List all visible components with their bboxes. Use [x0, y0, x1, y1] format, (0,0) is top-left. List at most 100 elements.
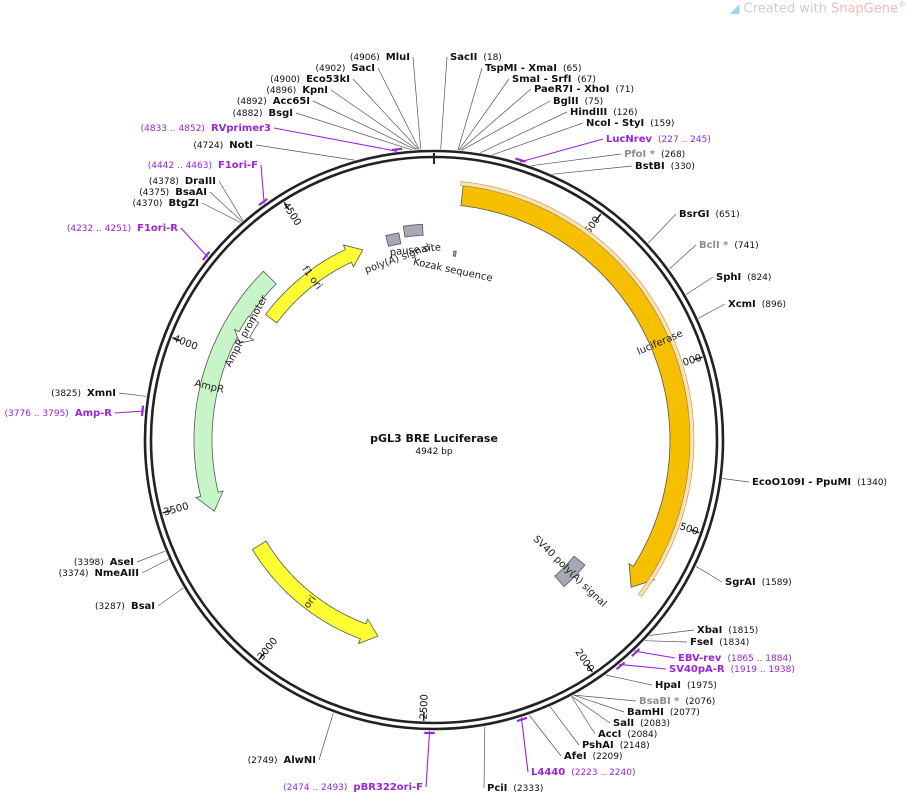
site-pbr322ori-f[interactable]: pBR322ori-F(2474 .. 2493) — [283, 782, 423, 793]
site-fsei[interactable]: FseI(1834) — [690, 637, 749, 648]
site-asei[interactable]: AseI(3398) — [74, 557, 134, 568]
site-hpai[interactable]: HpaI(1975) — [655, 680, 717, 691]
site-alwni[interactable]: AlwNI(2749) — [248, 755, 316, 766]
site-sgrai[interactable]: SgrAI(1589) — [725, 577, 792, 588]
site-bsabi[interactable]: BsaBI *(2076) — [639, 696, 715, 707]
site-lucnrev[interactable]: LucNrev(227 .. 245) — [606, 134, 711, 145]
primer-binding-mark — [258, 198, 268, 207]
site-draiii[interactable]: DraIII(4378) — [149, 176, 216, 187]
site-sali[interactable]: SalI(2083) — [613, 718, 670, 729]
site-leader-line — [634, 650, 676, 659]
site-sacii[interactable]: SacII(18) — [450, 52, 502, 63]
site-name: XcmI — [728, 299, 756, 310]
site-acc65i[interactable]: Acc65I(4892) — [237, 96, 310, 107]
site-name: BsaAI — [175, 187, 207, 198]
site-name: NmeAIII — [95, 568, 139, 579]
site-position: (2148) — [620, 741, 650, 751]
site-position: (4902) — [315, 64, 345, 74]
site-btgzi[interactable]: BtgZI(4370) — [133, 198, 199, 209]
site-bsaai[interactable]: BsaAI(4375) — [139, 187, 207, 198]
site-position: (4724) — [193, 141, 223, 151]
scale-tick — [162, 509, 172, 514]
site-position: (2083) — [640, 719, 670, 729]
feature-kozak-sequence-shape — [452, 250, 457, 257]
site-position: (1815) — [728, 626, 758, 636]
site-sv40pa-r[interactable]: SV40pA-R(1919 .. 1938) — [669, 664, 795, 675]
site-tspmi-xmai[interactable]: TspMI - XmaI(65) — [485, 63, 581, 74]
site-rvprimer3[interactable]: RVprimer3(4833 .. 4852) — [141, 123, 271, 134]
site-position: (3287) — [95, 602, 125, 612]
site-acci[interactable]: AccI(2084) — [598, 729, 657, 740]
site-xbai[interactable]: XbaI (1815) — [697, 625, 758, 636]
site-bsgi[interactable]: BsgI(4882) — [233, 108, 293, 119]
site-bglii[interactable]: BglII(75) — [553, 96, 603, 107]
site-bstbi[interactable]: BstBI(330) — [635, 161, 695, 172]
site-leader-line — [649, 629, 695, 636]
site-l4440[interactable]: L4440(2223 .. 2240) — [531, 767, 636, 778]
site-name: pBR322ori-F — [353, 782, 423, 793]
site-leader-line — [260, 164, 265, 204]
site-position: (1975) — [687, 681, 717, 691]
feature-f1-ori-shape — [265, 244, 364, 324]
site-name: SgrAI — [725, 577, 756, 588]
site-bcli[interactable]: BclI *(741) — [699, 240, 759, 251]
site-bamhi[interactable]: BamHI(2077) — [627, 707, 700, 718]
site-paer7i-xhoi[interactable]: PaeR7I - XhoI(71) — [534, 84, 634, 95]
site-name: KpnI — [302, 85, 328, 96]
watermark-prefix: Created with — [743, 1, 831, 17]
site-name: Acc65I — [273, 96, 310, 107]
site-saci[interactable]: SacI(4902) — [315, 63, 375, 74]
plasmid-name: pGL3 BRE Luciferase — [370, 432, 498, 445]
site-leader-line — [295, 112, 412, 151]
site-amp-r[interactable]: Amp-R (3776 .. 3795) — [5, 408, 113, 419]
site-position: (4900) — [270, 75, 300, 85]
primer-binding-mark — [140, 405, 145, 417]
site-name: F1ori-F — [218, 160, 258, 171]
site-ebv-rev[interactable]: EBV-rev(1865 .. 1884) — [678, 653, 792, 664]
site-leader-line — [377, 67, 420, 150]
site-position: (4833 .. 4852) — [141, 124, 205, 134]
site-name: Amp-R — [75, 408, 112, 419]
site-bsai[interactable]: BsaI(3287) — [95, 601, 155, 612]
site-ncoi-styi[interactable]: NcoI - StyI(159) — [586, 118, 674, 129]
site-leader-line — [180, 227, 209, 258]
site-kpni[interactable]: KpnI(4896) — [266, 85, 328, 96]
site-f1ori-r[interactable]: F1ori-R(4232 .. 4251) — [67, 223, 178, 234]
site-smai-srfi[interactable]: SmaI - SrfI(67) — [512, 74, 596, 85]
site-xmni[interactable]: XmnI(3825) — [51, 388, 116, 399]
site-position: (3398) — [74, 558, 104, 568]
site-ecoo109i-ppumi[interactable]: EcoO109I - PpuMI(1340) — [752, 477, 887, 488]
site-eco53ki[interactable]: Eco53kI(4900) — [270, 74, 350, 85]
site-leader-line — [118, 392, 147, 397]
site-pshai[interactable]: PshAI(2148) — [582, 740, 650, 751]
site-f1ori-f[interactable]: F1ori-F(4442 .. 4463) — [148, 160, 258, 171]
site-bsrgi[interactable]: BsrGI(651) — [679, 209, 740, 220]
site-leader-line — [255, 144, 355, 161]
feature-luciferase-outline — [460, 181, 695, 598]
site-noti[interactable]: NotI(4724) — [193, 140, 253, 151]
site-nmeaiii[interactable]: NmeAIII(3374) — [59, 568, 139, 579]
site-leader-line — [483, 726, 486, 789]
site-xcmi[interactable]: XcmI(896) — [728, 299, 786, 310]
site-leader-line — [440, 56, 448, 150]
site-sphi[interactable]: SphI(824) — [716, 272, 771, 283]
feature-sv40-poly-a-signal-shape — [554, 555, 586, 588]
site-position: (18) — [483, 53, 501, 63]
site-name: HindIII — [570, 107, 607, 118]
site-pcii[interactable]: PciI(2333) — [487, 783, 543, 794]
scale-tick — [283, 201, 290, 211]
site-name: XbaI — [697, 625, 722, 636]
site-name: XmnI — [87, 388, 116, 399]
site-position: (2333) — [513, 784, 543, 794]
site-pfoi[interactable]: PfoI *(268) — [624, 149, 685, 160]
site-hindiii[interactable]: HindIII(126) — [570, 107, 637, 118]
site-position: (3776 .. 3795) — [5, 409, 69, 419]
site-leader-line — [312, 100, 416, 150]
site-position: (2084) — [627, 730, 657, 740]
site-mlui[interactable]: MluI(4906) — [350, 52, 410, 63]
site-afei[interactable]: AfeI(2209) — [564, 751, 623, 762]
site-position: (71) — [616, 85, 634, 95]
site-leader-line — [114, 410, 145, 414]
site-leader-line — [480, 111, 568, 154]
